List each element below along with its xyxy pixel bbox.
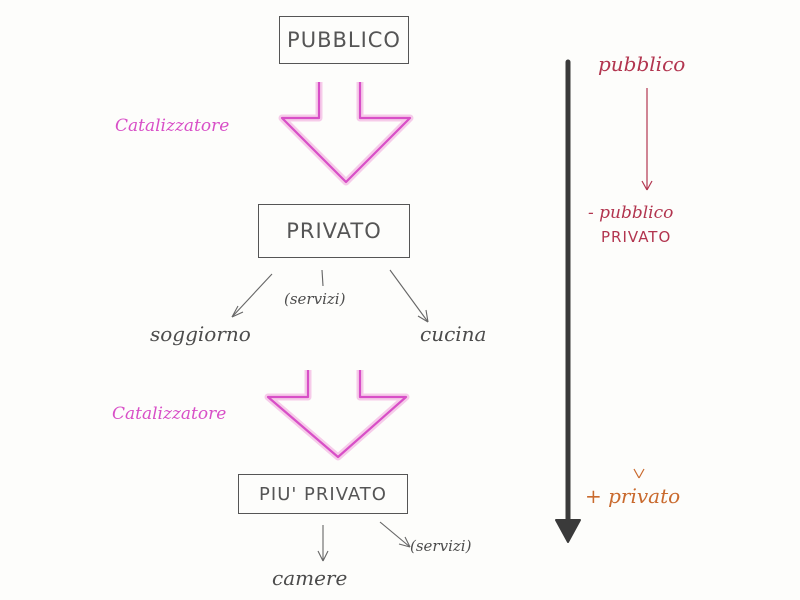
connectors-private: [231, 269, 429, 323]
main-axis-arrowhead: [555, 519, 581, 543]
living-room-label: soggiorno: [150, 322, 251, 346]
scale-label-more-private: + privato: [585, 484, 681, 508]
arrow-to-services-bottom: [379, 521, 411, 548]
scale-label-less-public: - pubblico: [588, 203, 674, 223]
arrow-to-kitchen: [389, 269, 429, 323]
box-public-label: PUBBLICO: [287, 28, 401, 52]
arrow-to-living-room: [231, 273, 273, 318]
services-label-bottom: (servizi): [410, 537, 472, 555]
services-label-middle: (servizi): [284, 290, 346, 308]
catalyst-label-2: Catalizzatore: [112, 404, 227, 424]
box-private-label: PRIVATO: [286, 219, 382, 243]
kitchen-label: cucina: [420, 322, 487, 346]
box-public: PUBBLICO: [279, 16, 409, 64]
box-more-private: PIU' PRIVATO: [238, 474, 408, 514]
line-to-services: [321, 269, 324, 287]
rooms-label: camere: [272, 566, 348, 590]
big-down-arrow-2-outline: [266, 370, 408, 459]
scale-label-private: PRIVATO: [601, 228, 672, 246]
catalyst-label-1: Catalizzatore: [115, 116, 230, 136]
connectors-more-private: [317, 521, 411, 562]
big-down-arrow-1-outline: [280, 82, 412, 184]
big-down-arrow-1: [278, 82, 414, 186]
box-more-private-label: PIU' PRIVATO: [259, 483, 387, 505]
box-private: PRIVATO: [258, 204, 410, 258]
scale-label-public: pubblico: [598, 52, 686, 76]
